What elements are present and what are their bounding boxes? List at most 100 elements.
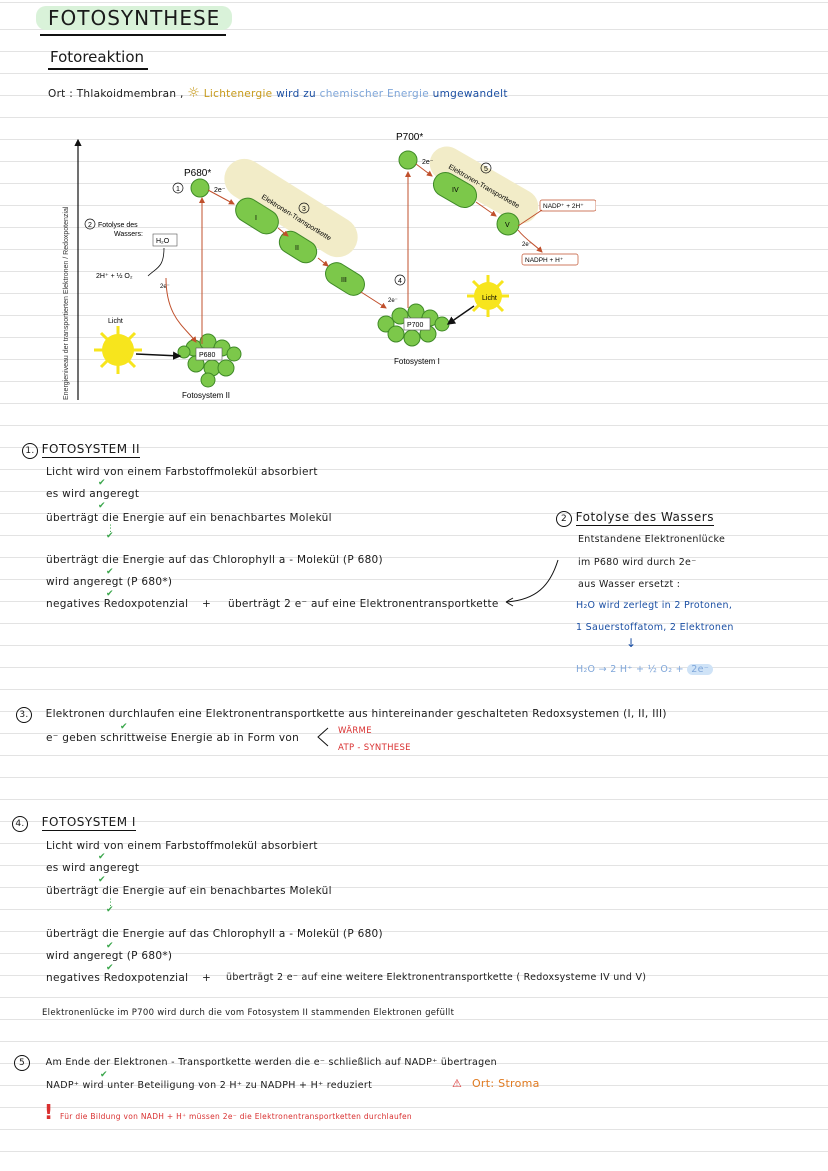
complex-IV-label: IV bbox=[452, 187, 459, 194]
s3-line-2: e⁻ geben schrittweise Energie ab in Form… bbox=[46, 732, 300, 744]
fotolyse-blue-2: 1 Sauerstoffatom, 2 Elektronen bbox=[576, 622, 734, 633]
exclamation-icon: ! bbox=[44, 1100, 54, 1124]
p700-star-dot bbox=[398, 150, 418, 170]
sun-right bbox=[467, 275, 509, 317]
fs2-heading: FOTOSYSTEM II bbox=[41, 442, 140, 458]
fs2-heading-row: 1. FOTOSYSTEM II bbox=[22, 442, 140, 459]
complex-III bbox=[325, 262, 365, 296]
ort-line: Ort : Thlakoidmembran , ☼ Lichtenergie w… bbox=[48, 85, 508, 101]
marker-3 bbox=[298, 202, 310, 214]
marker-2-text: 2 bbox=[88, 222, 92, 229]
protons-label: 2H⁺ + ½ O₂ bbox=[96, 272, 133, 280]
check-icon: ✔ bbox=[106, 941, 114, 951]
p680-cluster bbox=[177, 333, 242, 388]
page-title: FOTOSYNTHESE bbox=[36, 6, 233, 30]
dots-icon: ⋮✔ bbox=[106, 524, 115, 541]
check-icon: ✔ bbox=[120, 722, 128, 732]
s5-line-2: NADP⁺ wird unter Beteiligung von 2 H⁺ zu… bbox=[46, 1080, 373, 1091]
s5-line-1: Am Ende der Elektronen - Transportkette … bbox=[45, 1057, 497, 1068]
fs1-line-2: es wird angeregt bbox=[46, 862, 140, 874]
s3-line-1: Elektronen durchlaufen eine Elektronentr… bbox=[45, 708, 667, 720]
fs2-transfer: überträgt 2 e⁻ auf eine Elektronentransp… bbox=[228, 598, 499, 610]
p700-cluster bbox=[377, 303, 450, 347]
subtitle: Fotoreaktion bbox=[50, 48, 145, 66]
p680-label: P680 bbox=[199, 352, 215, 359]
fotolyse-line-3: aus Wasser ersetzt : bbox=[578, 579, 681, 590]
fs2-line-3: überträgt die Energie auf ein benachbart… bbox=[46, 512, 332, 524]
eq-right: 2 H⁺ + ½ O₂ + bbox=[610, 664, 684, 675]
fs1-heading-row: 4. FOTOSYSTEM I bbox=[12, 815, 136, 832]
fs1-plus: + bbox=[202, 972, 212, 984]
wassers-label: Wassers: bbox=[114, 231, 143, 238]
check-icon: ✔ bbox=[98, 875, 106, 885]
complex-V bbox=[496, 212, 520, 236]
wird-zu-text: wird zu bbox=[276, 88, 316, 100]
check-icon: ✔ bbox=[98, 852, 106, 862]
etk-band-1 bbox=[224, 158, 358, 258]
marker-3-text: 3 bbox=[302, 206, 306, 213]
marker-5-text: 5 bbox=[484, 166, 488, 173]
fotolyse-line-1: Entstandene Elektronenlücke bbox=[578, 534, 726, 545]
atp-label: ATP - SYNTHESE bbox=[338, 743, 411, 753]
fs2-line-6: negatives Redoxpotenzial bbox=[46, 598, 189, 610]
check-icon: ✔ bbox=[100, 1070, 108, 1080]
ort-stroma: Ort: Stroma bbox=[471, 1077, 540, 1090]
fs2-line-2: es wird angeregt bbox=[46, 488, 140, 500]
fotolyse-line-2: im P680 wird durch 2e⁻ bbox=[578, 557, 697, 568]
p680-e-label: 2e⁻ bbox=[214, 187, 226, 194]
marker-1-text: 1 bbox=[176, 186, 180, 193]
z-scheme-diagram: Energieniveau der transportierten Elektr… bbox=[63, 132, 596, 400]
dots-icon: ⋮✔ bbox=[106, 898, 115, 915]
p680-star-dot bbox=[190, 178, 210, 198]
fotolyse-heading-row: 2 Fotolyse des Wassers bbox=[556, 510, 714, 527]
fotolyse-e-label: 2e⁻ bbox=[160, 284, 170, 290]
marker-4-text: 4 bbox=[398, 278, 402, 285]
fs1-line-6: negatives Redoxpotenzial bbox=[46, 972, 189, 984]
bracket-icon bbox=[317, 727, 329, 747]
s5-line-1-row: 5 Am Ende der Elektronen - Transportkett… bbox=[14, 1055, 497, 1071]
fs1-line-5: wird angeregt (P 680*) bbox=[46, 950, 173, 962]
licht-left-label: Licht bbox=[108, 318, 123, 325]
down-arrow-icon: ↓ bbox=[626, 636, 637, 650]
fotolyse-heading: Fotolyse des Wassers bbox=[575, 510, 714, 526]
subtitle-underline bbox=[48, 68, 148, 70]
fs2-plus: + bbox=[202, 598, 212, 610]
s5-number: 5 bbox=[14, 1055, 30, 1071]
fs1-gap-note: Elektronenlücke im P700 wird durch die v… bbox=[42, 1008, 455, 1018]
waerme-label: WÄRME bbox=[338, 726, 372, 736]
p700-star-label: P700* bbox=[396, 132, 423, 143]
check-icon: ✔ bbox=[106, 589, 114, 599]
complex-I-label: I bbox=[255, 215, 257, 222]
fotosystem1-label: Fotosystem I bbox=[394, 357, 440, 366]
complex-II-label: II bbox=[295, 245, 299, 252]
marker-1 bbox=[172, 182, 184, 194]
check-icon: ✔ bbox=[98, 501, 106, 511]
fotosystem2-label: Fotosystem II bbox=[182, 391, 230, 400]
fs1-transfer: überträgt 2 e⁻ auf eine weitere Elektron… bbox=[226, 972, 647, 983]
fs2-line-4: überträgt die Energie auf das Chlorophyl… bbox=[46, 554, 383, 566]
fs1-line-4: überträgt die Energie auf das Chlorophyl… bbox=[46, 928, 383, 940]
y-axis-label: Energieniveau der transportierten Elektr… bbox=[63, 206, 70, 400]
s3-line-1-row: 3. Elektronen durchlaufen eine Elektrone… bbox=[16, 707, 667, 723]
ort-value: Thlakoidmembran , bbox=[76, 88, 184, 100]
fs1-line-3: überträgt die Energie auf ein benachbart… bbox=[46, 885, 332, 897]
fotolyse-number: 2 bbox=[556, 511, 572, 527]
fs2-line-1: Licht wird von einem Farbstoffmolekül ab… bbox=[46, 466, 318, 478]
fs2-number: 1. bbox=[22, 443, 38, 459]
complex-I bbox=[235, 197, 279, 235]
fs1-number: 4. bbox=[12, 816, 28, 832]
sun-icon: ☼ bbox=[187, 85, 201, 101]
complex-II bbox=[278, 230, 318, 264]
s3-number: 3. bbox=[16, 707, 32, 723]
check-icon: ✔ bbox=[106, 567, 114, 577]
light-energy-text: Lichtenergie bbox=[203, 88, 273, 100]
complex-IV bbox=[432, 172, 478, 208]
warning-icon: ⚠ bbox=[452, 1077, 463, 1090]
s5-note: Für die Bildung von NADH + H⁺ müssen 2e⁻… bbox=[60, 1112, 412, 1121]
complex-III-label: III bbox=[341, 277, 347, 284]
eq-arrow: → bbox=[598, 664, 607, 675]
eq-left: H₂O bbox=[576, 664, 596, 675]
check-icon: ✔ bbox=[98, 478, 106, 488]
eq-electrons: 2e⁻ bbox=[687, 664, 714, 675]
